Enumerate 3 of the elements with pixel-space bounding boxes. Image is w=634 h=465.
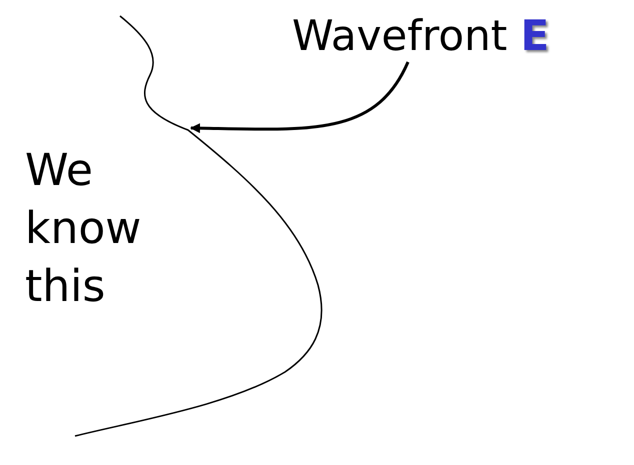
annotation-text: We know this <box>25 144 142 314</box>
wavefront-label: Wavefront E <box>292 8 550 64</box>
leader-arrow <box>190 61 410 134</box>
